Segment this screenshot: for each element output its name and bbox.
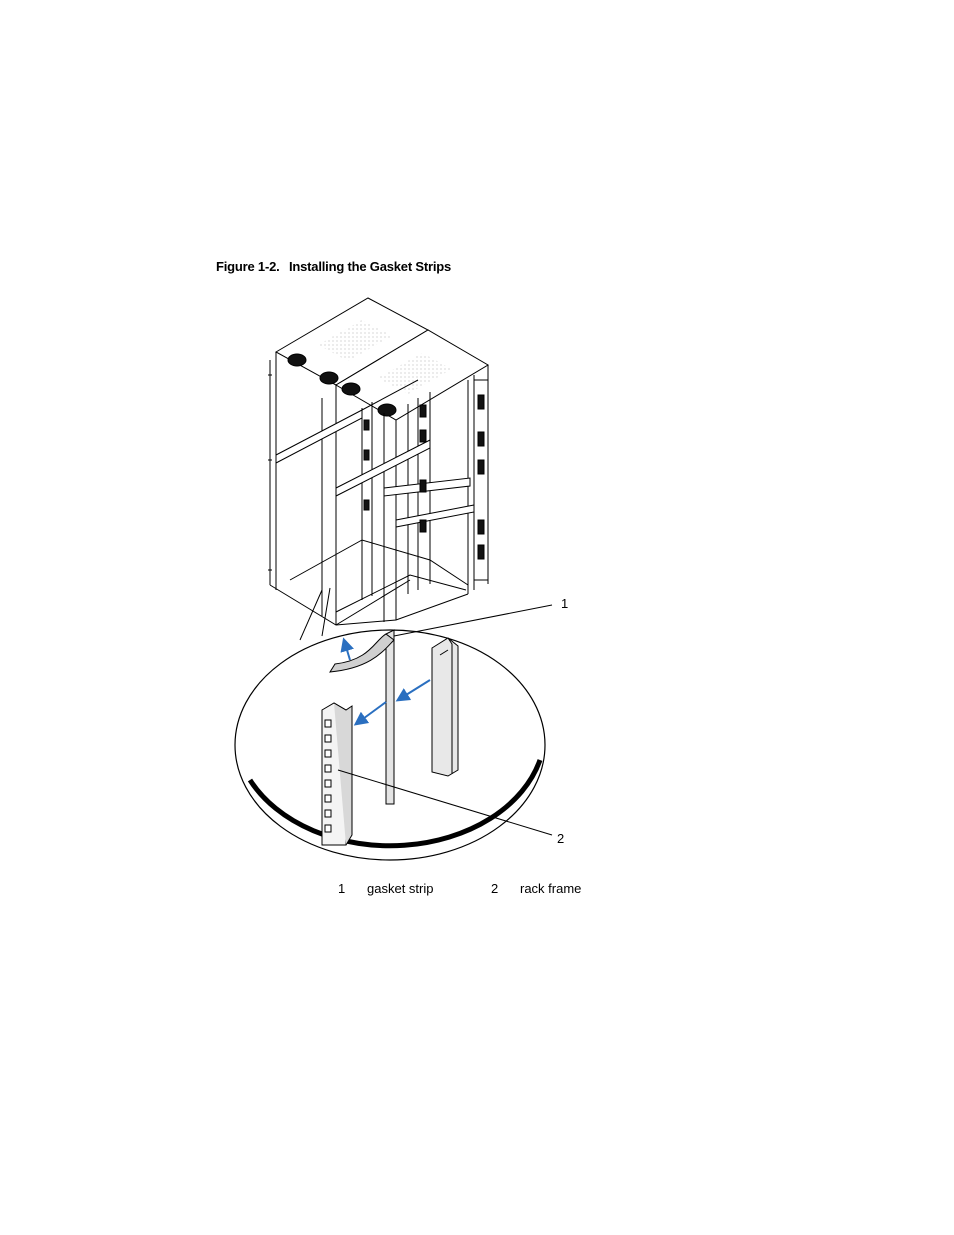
direction-arrows — [340, 637, 431, 726]
figure-caption: Figure 1-2. Installing the Gasket Strips — [216, 259, 451, 274]
legend-label-rack-frame: rack frame — [520, 881, 582, 896]
gasket-strip-detail — [329, 629, 395, 805]
figure-title: Installing the Gasket Strips — [289, 259, 451, 274]
legend-num-1: 1 — [338, 881, 346, 896]
leader-lines — [337, 604, 553, 836]
callout-2-number: 2 — [557, 831, 565, 846]
callout-1-number: 1 — [561, 596, 569, 611]
legend-num-2: 2 — [491, 881, 499, 896]
legend-label-gasket-strip: gasket strip — [367, 881, 434, 896]
figure-number: Figure 1-2. — [216, 259, 280, 274]
rack-cabinet — [268, 297, 489, 626]
rack-frame-detail — [321, 702, 353, 846]
rack-post-detail — [431, 637, 459, 777]
